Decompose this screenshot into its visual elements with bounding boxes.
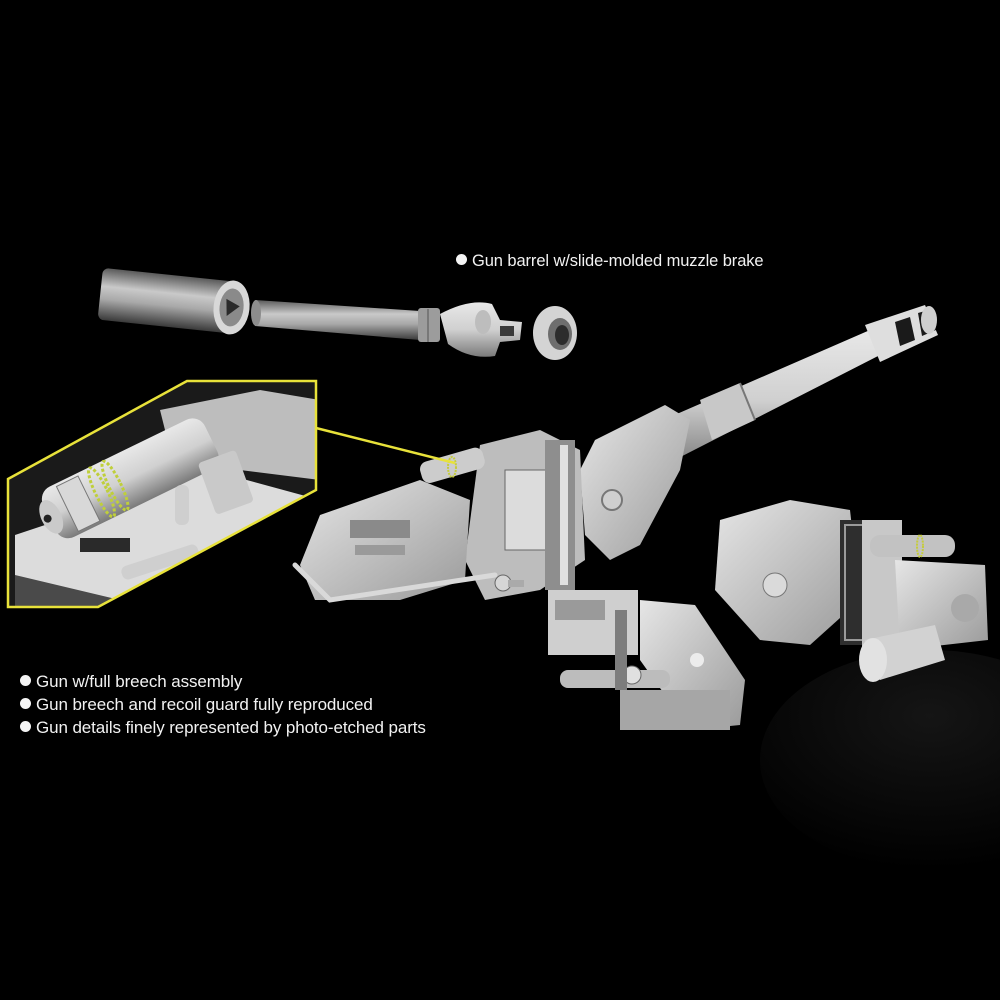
bullet-dot-icon <box>20 675 31 686</box>
feature-item-text: Gun details finely represented by photo-… <box>36 718 426 737</box>
breech-rear-view <box>715 500 988 682</box>
barrel-caption-text: Gun barrel w/slide-molded muzzle brake <box>472 252 764 270</box>
gun-muzzle-brake <box>865 305 938 362</box>
feature-list: Gun w/full breech assembly Gun breech an… <box>20 670 426 739</box>
bullet-dot-icon <box>456 254 467 265</box>
feature-item: Gun details finely represented by photo-… <box>20 716 426 739</box>
breech-side-view <box>548 590 745 730</box>
muzzle-ring <box>533 306 577 360</box>
assembled-gun <box>292 305 938 603</box>
feature-item-text: Gun breech and recoil guard fully reprod… <box>36 695 373 714</box>
barrel-sleeve <box>98 268 250 335</box>
barrel-tube <box>251 300 440 342</box>
inset-highlight-border <box>6 379 318 609</box>
barrel-caption: Gun barrel w/slide-molded muzzle brake <box>456 250 764 272</box>
feature-item-text: Gun w/full breech assembly <box>36 672 243 691</box>
feature-item: Gun breech and recoil guard fully reprod… <box>20 693 426 716</box>
inset-leader-line <box>315 426 456 465</box>
feature-item: Gun w/full breech assembly <box>20 670 426 693</box>
bullet-dot-icon <box>20 698 31 709</box>
exploded-barrel <box>98 268 577 360</box>
muzzle-brake <box>440 302 522 357</box>
bullet-dot-icon <box>20 721 31 732</box>
ground-shadow <box>760 650 1000 870</box>
